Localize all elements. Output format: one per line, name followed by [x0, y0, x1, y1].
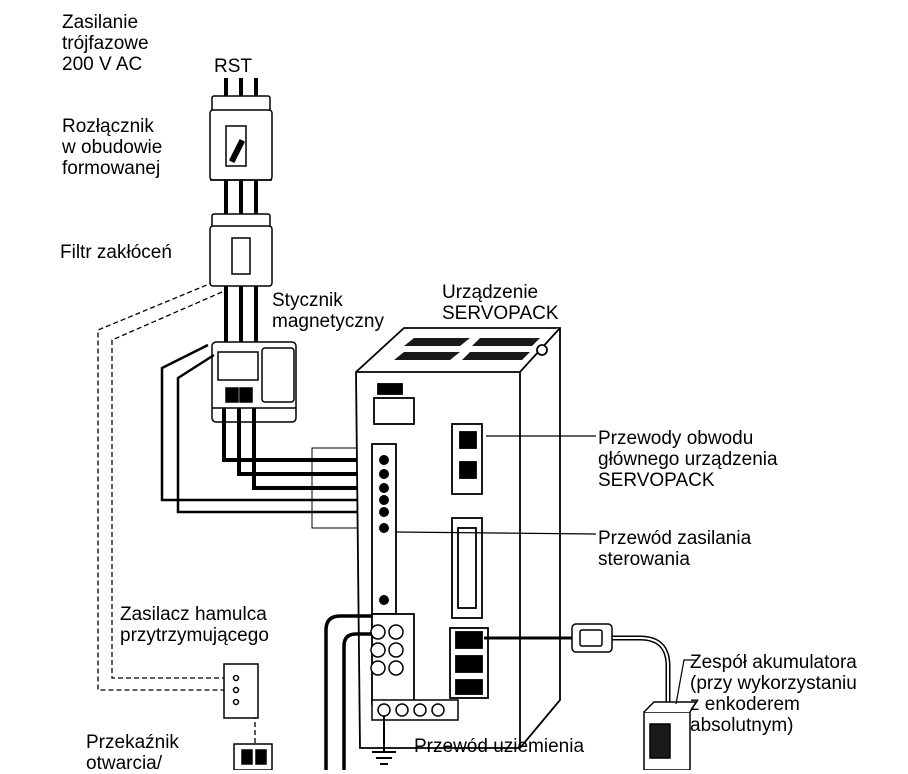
- servopack-label: Urządzenie SERVOPACK: [442, 282, 559, 324]
- circuit-breaker: [209, 95, 273, 181]
- motor-terminals: [370, 624, 404, 676]
- battery-unit-box: [643, 701, 698, 770]
- ground-wire-label: Przewód uziemienia: [414, 736, 585, 757]
- noise-filter-label: Filtr zakłóceń: [60, 242, 172, 263]
- main-circuit-wires: [222, 408, 376, 490]
- encoder-connector: [571, 623, 613, 653]
- motor-cables: [324, 614, 372, 770]
- battery-unit-label: Zespół akumulatora (przy wykorzystaniu z…: [690, 652, 857, 736]
- noise-filter: [209, 213, 273, 287]
- breaker-label: Rozłącznik w obudowie formowanej: [62, 116, 163, 179]
- phases-label: RST: [214, 56, 252, 77]
- ground-symbol: [372, 751, 396, 765]
- main-circuit-wires-label: Przewody obwodu głównego urządzenia SERV…: [598, 428, 778, 491]
- power-supply-label: Zasilanie trójfazowe 200 V AC: [62, 12, 149, 75]
- relay-label: Przekaźnik otwarcia/: [86, 732, 179, 774]
- servopack-unit: [355, 327, 561, 749]
- brake-power-supply-box: [223, 663, 259, 719]
- thin-connector-lines: [311, 447, 376, 529]
- control-power-wires: [160, 343, 376, 514]
- relay-box: [233, 743, 273, 770]
- leader-lines: [395, 435, 696, 705]
- servopack-vents: [394, 338, 540, 360]
- ground-terminals: [371, 699, 459, 721]
- encoder-cable: [484, 635, 671, 710]
- control-power-wire-label: Przewód zasilania sterowania: [598, 528, 752, 570]
- brake-dashed-wires: [97, 281, 256, 745]
- contactor-label: Stycznik magnetyczny: [272, 290, 384, 332]
- magnetic-contactor: [211, 341, 297, 423]
- brake-power-supply-label: Zasilacz hamulca przytrzymującego: [120, 604, 269, 646]
- terminal-screws: [379, 455, 389, 605]
